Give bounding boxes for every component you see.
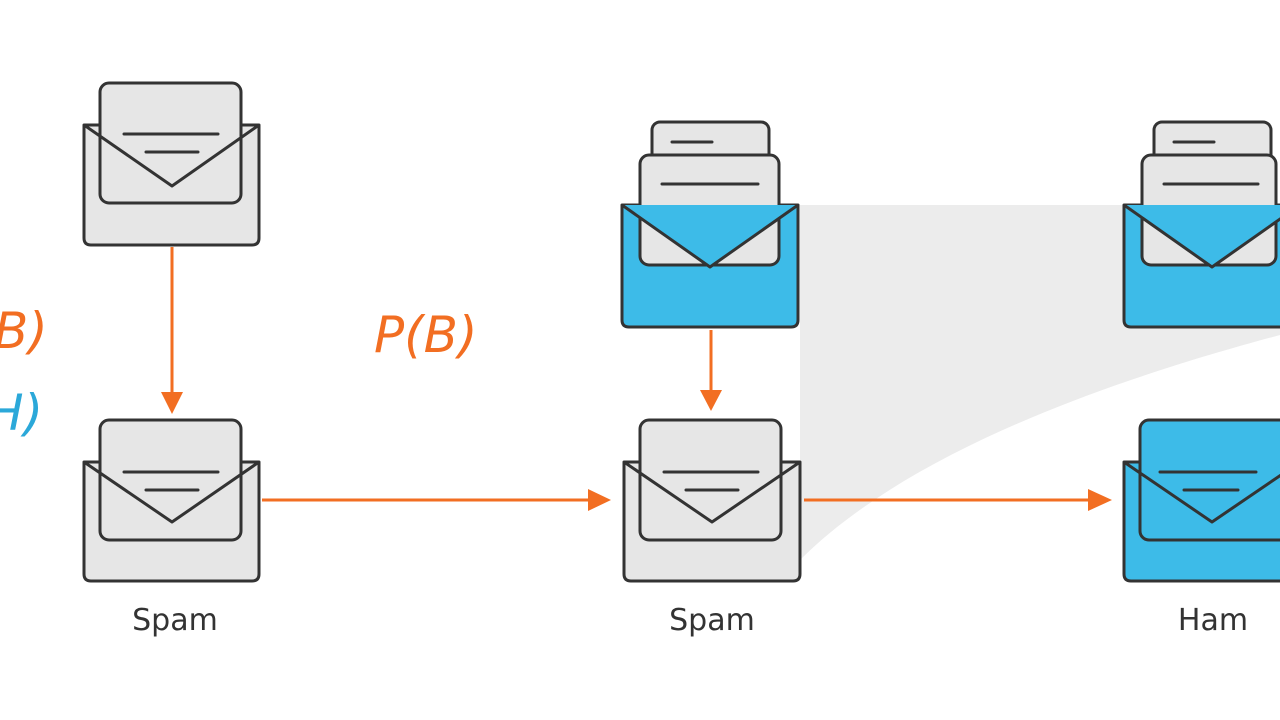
arrow-left-vertical (161, 247, 183, 414)
arrow-center-vertical (700, 330, 722, 411)
math-label-left-top: B) (0, 302, 48, 360)
arrow-left-to-center (262, 489, 611, 511)
node-label-ham-right: Ham (1178, 603, 1248, 638)
node-label-spam-center: Spam (669, 603, 755, 638)
math-label-left-bottom: H) (0, 384, 43, 442)
math-label-center: P(B) (374, 306, 477, 364)
envelope-icon (622, 418, 802, 583)
envelope-icon (82, 418, 261, 583)
envelope-icon (82, 81, 261, 247)
stacked-envelope-icon (1122, 120, 1280, 329)
envelope-icon (1122, 418, 1280, 583)
node-label-spam-left: Spam (132, 603, 218, 638)
stacked-envelope-icon (620, 120, 800, 329)
arrow-center-to-right (804, 489, 1112, 511)
